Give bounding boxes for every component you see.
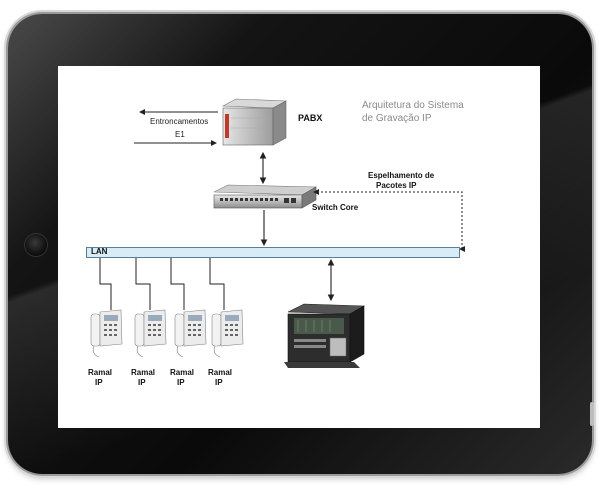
phone-label-line2: IP <box>177 378 185 387</box>
mirror-label-line2: Pacotes IP <box>376 181 417 190</box>
ip-phone-icon <box>90 309 123 358</box>
ip-phone-icon <box>134 309 167 358</box>
mirror-label-line1: Espelhamento de <box>368 171 435 180</box>
phone-label-line1: Ramal <box>170 368 195 377</box>
recording-server-icon <box>284 303 366 368</box>
phone-label-line2: IP <box>138 378 146 387</box>
e1-label: E1 <box>175 130 185 139</box>
diagram-canvas <box>90 98 465 368</box>
diagram-title-line2: de Gravação IP <box>362 113 432 124</box>
ip-phone-icon <box>211 309 244 358</box>
phone-label-line1: Ramal <box>88 368 113 377</box>
packet-mirror-path <box>313 189 463 250</box>
diagram-title-line1: Arquitetura do Sistema <box>362 100 464 111</box>
tablet-screen: LAN Arquitetura do Sistema de Gravação I… <box>58 66 540 428</box>
trunk-label: Entroncamentos <box>150 117 209 126</box>
side-button[interactable] <box>590 402 594 426</box>
network-switch-icon <box>213 184 317 209</box>
phone-label-line2: IP <box>215 378 223 387</box>
lan-bus <box>86 247 460 258</box>
phone-label-line2: IP <box>95 378 103 387</box>
phone-wires <box>99 257 225 310</box>
switch-label: Switch Core <box>312 203 359 212</box>
lan-label: LAN <box>91 247 108 256</box>
home-button[interactable] <box>25 234 47 256</box>
phone-label-line1: Ramal <box>131 368 156 377</box>
pabx-label: PABX <box>298 113 323 123</box>
ip-phone-icon <box>174 309 207 358</box>
phone-label-line1: Ramal <box>208 368 233 377</box>
pabx-server-icon <box>221 98 288 146</box>
